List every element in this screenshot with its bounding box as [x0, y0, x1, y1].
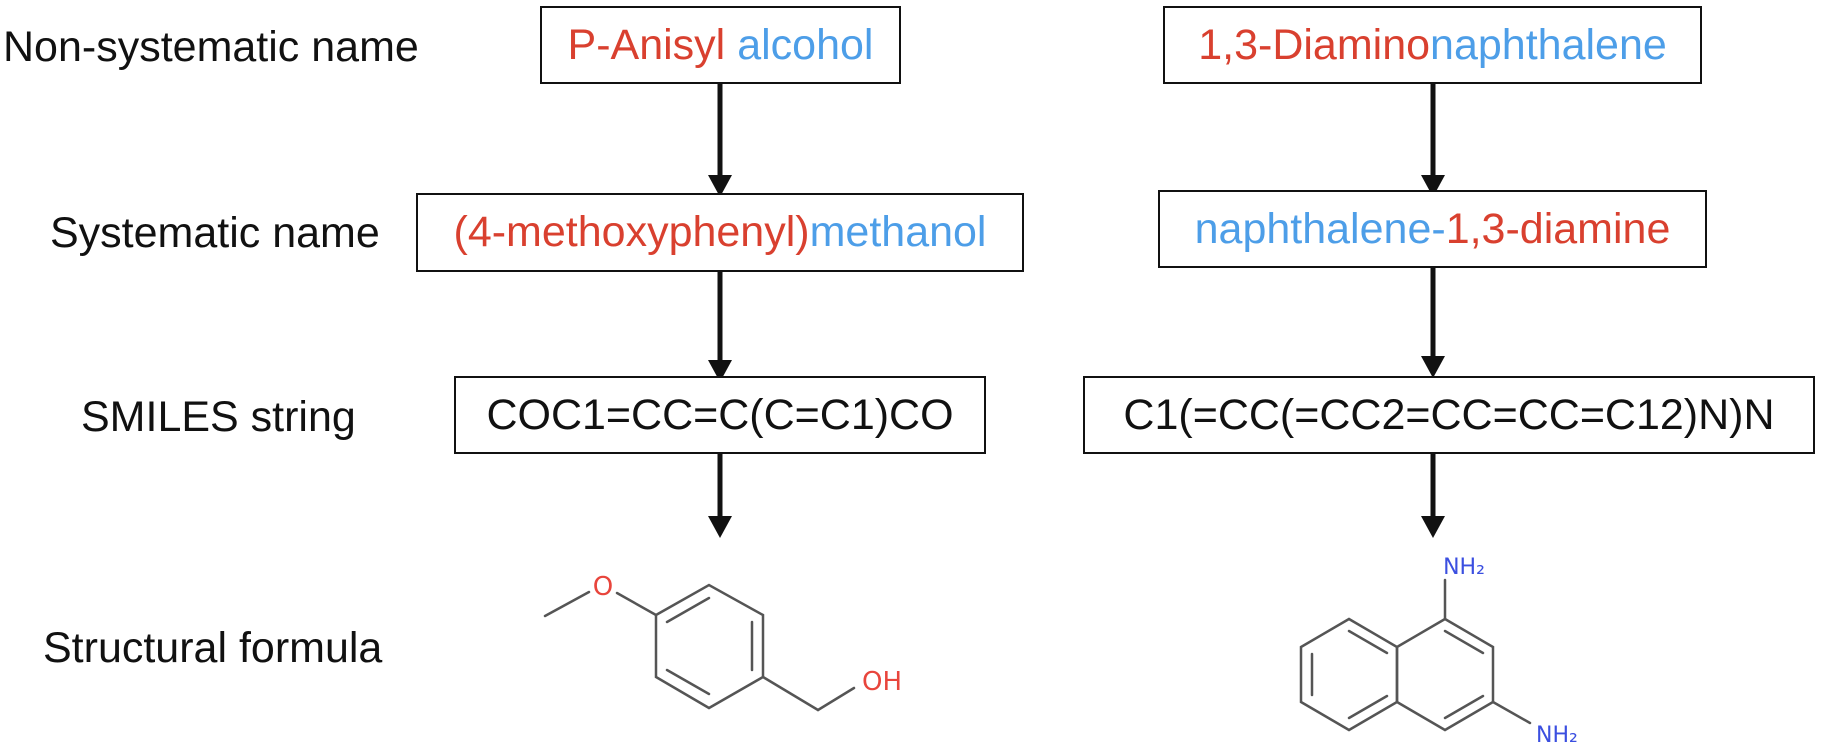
c2-double-bond-3	[1347, 694, 1389, 720]
c1-double-bond-3	[665, 668, 711, 696]
c1-smiles-box: COC1=CC=C(C=C1)CO	[454, 376, 986, 454]
row-label-systematic-name: Systematic name	[50, 209, 380, 257]
c1-bond-ch2-oh	[816, 686, 856, 712]
c1-atom-oxygen: O	[593, 572, 613, 602]
row-label-smiles-string: SMILES string	[81, 393, 356, 441]
c1-non-systematic-red-part: P-Anisyl	[567, 20, 738, 69]
arrow-c2-smiles-to-structure	[1421, 452, 1445, 538]
row-label-structural-formula: Structural formula	[43, 624, 383, 672]
arrow-c1-name-to-systematic	[708, 82, 732, 197]
c1-double-bond-1	[665, 596, 711, 624]
c1-smiles-text: COC1=CC=C(C=C1)CO	[486, 390, 954, 439]
c2-left-ring	[1299, 617, 1399, 732]
c2-double-bond-2	[1347, 629, 1389, 655]
c1-bond-o-ring	[615, 591, 658, 617]
c2-systematic-red-part: 1,3-diamine	[1445, 204, 1671, 253]
c2-smiles-text: C1(=CC(=CC2=CC=CC=C12)N)N	[1123, 390, 1775, 439]
arrow-c1-smiles-to-structure	[708, 452, 732, 538]
c2-non-systematic-red-part: 1,3-Diamino	[1198, 20, 1431, 69]
c2-double-bond-5	[1443, 694, 1485, 720]
c2-systematic-blue-part: naphthalene-	[1194, 204, 1446, 253]
c1-non-systematic-name-box: P-Anisyl alcohol	[540, 6, 901, 84]
c1-non-systematic-blue-part: alcohol	[737, 20, 874, 69]
c2-non-systematic-blue-part: naphthalene	[1430, 20, 1667, 69]
c1-systematic-red-part: (4-methoxyphenyl)	[453, 208, 810, 256]
row-label-non-systematic-name: Non-systematic name	[3, 23, 419, 71]
c2-bond-bottom-amine	[1491, 700, 1532, 725]
c1-bond-ring-ch2	[761, 675, 820, 712]
c1-systematic-name-box: (4-methoxyphenyl)methanol	[416, 193, 1024, 272]
c2-smiles-box: C1(=CC(=CC2=CC=CC=C12)N)N	[1083, 376, 1815, 454]
c2-atom-amine-bottom: NH₂	[1536, 723, 1578, 748]
c2-atom-amine-top: NH₂	[1443, 555, 1485, 580]
c1-atom-hydroxyl: OH	[862, 667, 902, 697]
arrow-c1-systematic-to-smiles	[708, 270, 732, 382]
c2-right-ring	[1395, 617, 1495, 732]
c2-systematic-name-box: naphthalene-1,3-diamine	[1158, 190, 1707, 268]
c2-double-bond-4	[1443, 629, 1485, 655]
arrow-c2-name-to-systematic	[1421, 82, 1445, 197]
c1-bond-methyl-o	[543, 590, 591, 618]
arrow-c2-systematic-to-smiles	[1421, 266, 1445, 378]
c1-systematic-blue-part: methanol	[809, 208, 987, 256]
